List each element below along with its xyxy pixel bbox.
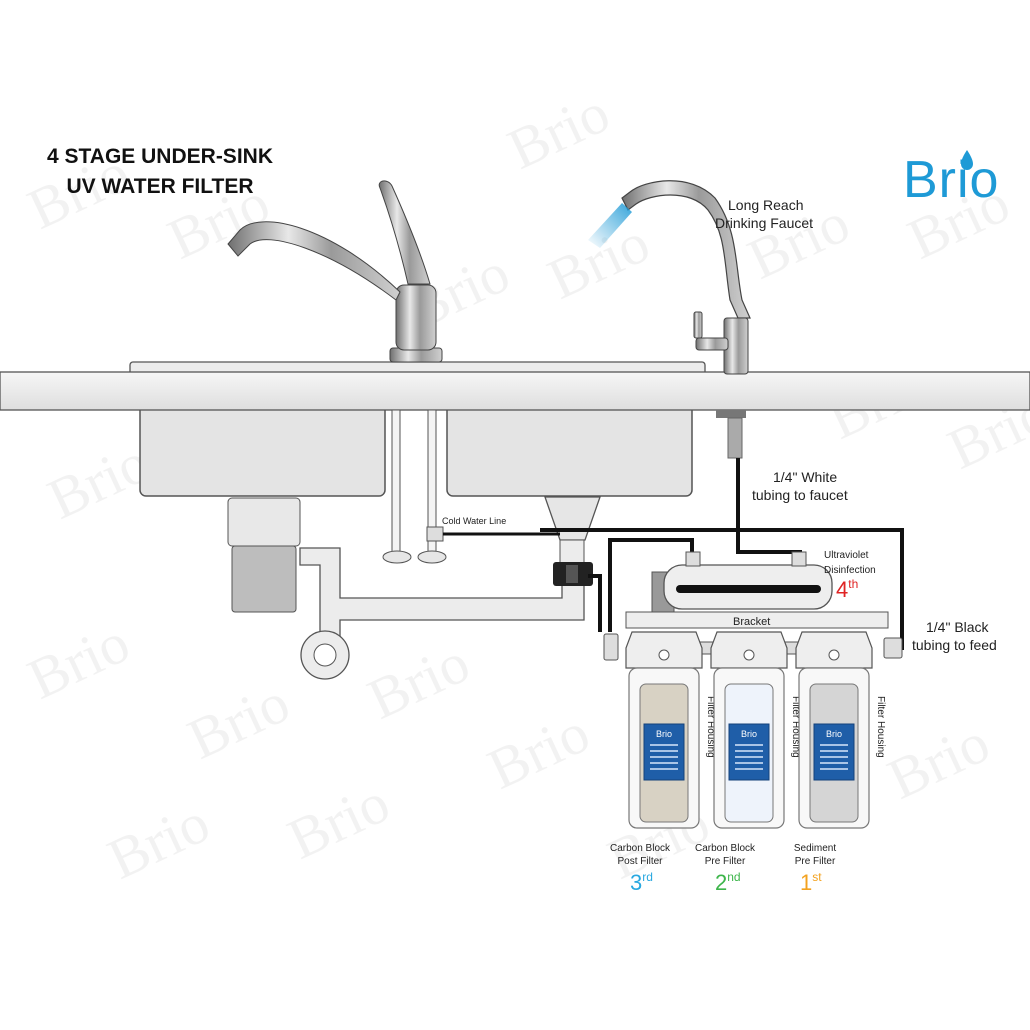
black-tubing-label-line-2: tubing to feed: [912, 637, 997, 653]
white-tubing-label-line-2: tubing to faucet: [752, 487, 848, 503]
watermark-text: Brio: [18, 139, 139, 241]
faucet-label-line-1: Long Reach: [728, 197, 804, 213]
stage-name-line-1: Carbon Block: [610, 843, 671, 854]
watermark-text: Brio: [498, 79, 619, 181]
uv-label-2: Disinfection: [824, 565, 876, 576]
watermark-text: Brio: [898, 169, 1019, 271]
brio-logo: Brio: [903, 150, 999, 210]
title-line-2: UV WATER FILTER: [66, 175, 254, 198]
watermark-text: Brio: [158, 169, 279, 271]
title-line-1: 4 STAGE UNDER-SINK: [47, 145, 273, 168]
watermark-text: Brio: [538, 209, 659, 311]
supply-valves: [382, 409, 447, 564]
watermark-text: Brio: [278, 769, 399, 871]
watermark-text: Brio: [18, 609, 139, 711]
bracket: [625, 611, 889, 629]
stage-name-line-2: Pre Filter: [705, 856, 746, 867]
countertop: [0, 371, 1030, 411]
watermark-text: Brio: [358, 629, 479, 731]
logo-drop-icon: [961, 150, 973, 170]
cartridge-brand-label: Brio: [826, 729, 842, 739]
logo-text: Brio: [903, 151, 1000, 209]
stage-number: 2nd: [715, 870, 741, 895]
diagram-title: 4 STAGE UNDER-SINK UV WATER FILTER: [20, 142, 300, 202]
drain-plumbing: [227, 497, 593, 680]
filter-housing-label: Filter Housing: [875, 696, 886, 758]
uv-unit: [651, 551, 833, 613]
stage-name-line-2: Pre Filter: [795, 856, 836, 867]
faucet-label-line-2: Drinking Faucet: [715, 215, 813, 231]
uv-stage-number: 4th: [836, 577, 858, 602]
cartridge-brand-label: Brio: [656, 729, 672, 739]
stage-number: 1st: [800, 870, 822, 895]
black-tubing-label-line-1: 1/4" Black: [926, 619, 990, 635]
stage-number: 3rd: [630, 870, 653, 895]
white-tubing-label-line-1: 1/4" White: [773, 469, 837, 485]
cartridge-brand-label: Brio: [741, 729, 757, 739]
watermark-text: Brio: [878, 709, 999, 811]
stage-name-line-1: Carbon Block: [695, 843, 756, 854]
sink: [129, 361, 706, 541]
filter-housing-label: Filter Housing: [705, 696, 716, 758]
cold-water-line-label: Cold Water Line: [442, 516, 506, 526]
water-stream: [588, 203, 632, 248]
drinking-faucet: [588, 180, 751, 459]
filter-housing-label: Filter Housing: [790, 696, 801, 758]
watermark-text: Brio: [98, 789, 219, 891]
kitchen-faucet: [227, 180, 443, 363]
stage-name-line-2: Post Filter: [617, 856, 663, 867]
bracket-label: Bracket: [733, 616, 770, 628]
uv-label: Ultraviolet: [824, 550, 869, 561]
stage-name-line-1: Sediment: [794, 843, 836, 854]
watermark-text: Brio: [178, 669, 299, 771]
watermark-text: Brio: [478, 699, 599, 801]
